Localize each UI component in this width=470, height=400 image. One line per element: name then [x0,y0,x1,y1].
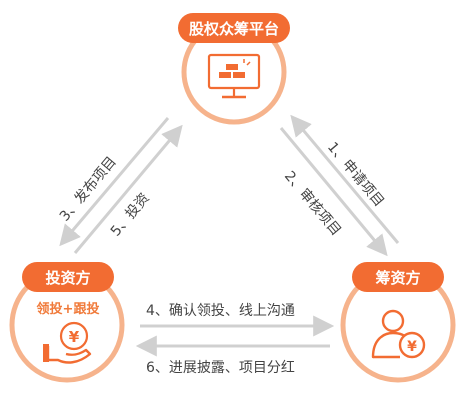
investor-title: 投资方 [45,269,90,287]
fundraiser-title: 筹资方 [375,269,420,287]
hand-yen-coin-icon: ¥ [43,321,92,364]
arrow-apply-project [290,114,400,244]
edge-label-confirm-lead: 4、确认领投、线上沟通 [146,303,295,319]
edge-label-apply-project: 1、申请项目 [324,139,387,210]
fundraiser-title-pill [352,262,444,292]
svg-text:¥: ¥ [69,328,80,346]
investor-sub-label: 领投+跟投 [37,301,100,317]
edge-label-review-project: 2、审核项目 [281,168,344,239]
flow-arrows [59,114,400,357]
platform-title-pill [178,13,290,43]
arrow-publish-project [59,117,170,247]
gold-bars-monitor-icon [207,53,261,99]
person-yen-coin-icon: ¥ [371,309,426,359]
platform-title: 股权众筹平台 [189,20,279,38]
svg-text:¥: ¥ [407,339,417,355]
arrow-invest [73,124,183,254]
node-platform: 股权众筹平台 [178,13,290,125]
arrow-review-project [279,127,388,257]
investor-title-pill [22,262,114,292]
node-fundraiser: 筹资方 ¥ [340,262,456,383]
node-investor: 投资方 领投+跟投 ¥ [9,262,125,383]
edge-label-progress-dividend: 6、进展披露、项目分红 [146,360,295,376]
edge-label-invest: 5、投资 [108,190,153,239]
